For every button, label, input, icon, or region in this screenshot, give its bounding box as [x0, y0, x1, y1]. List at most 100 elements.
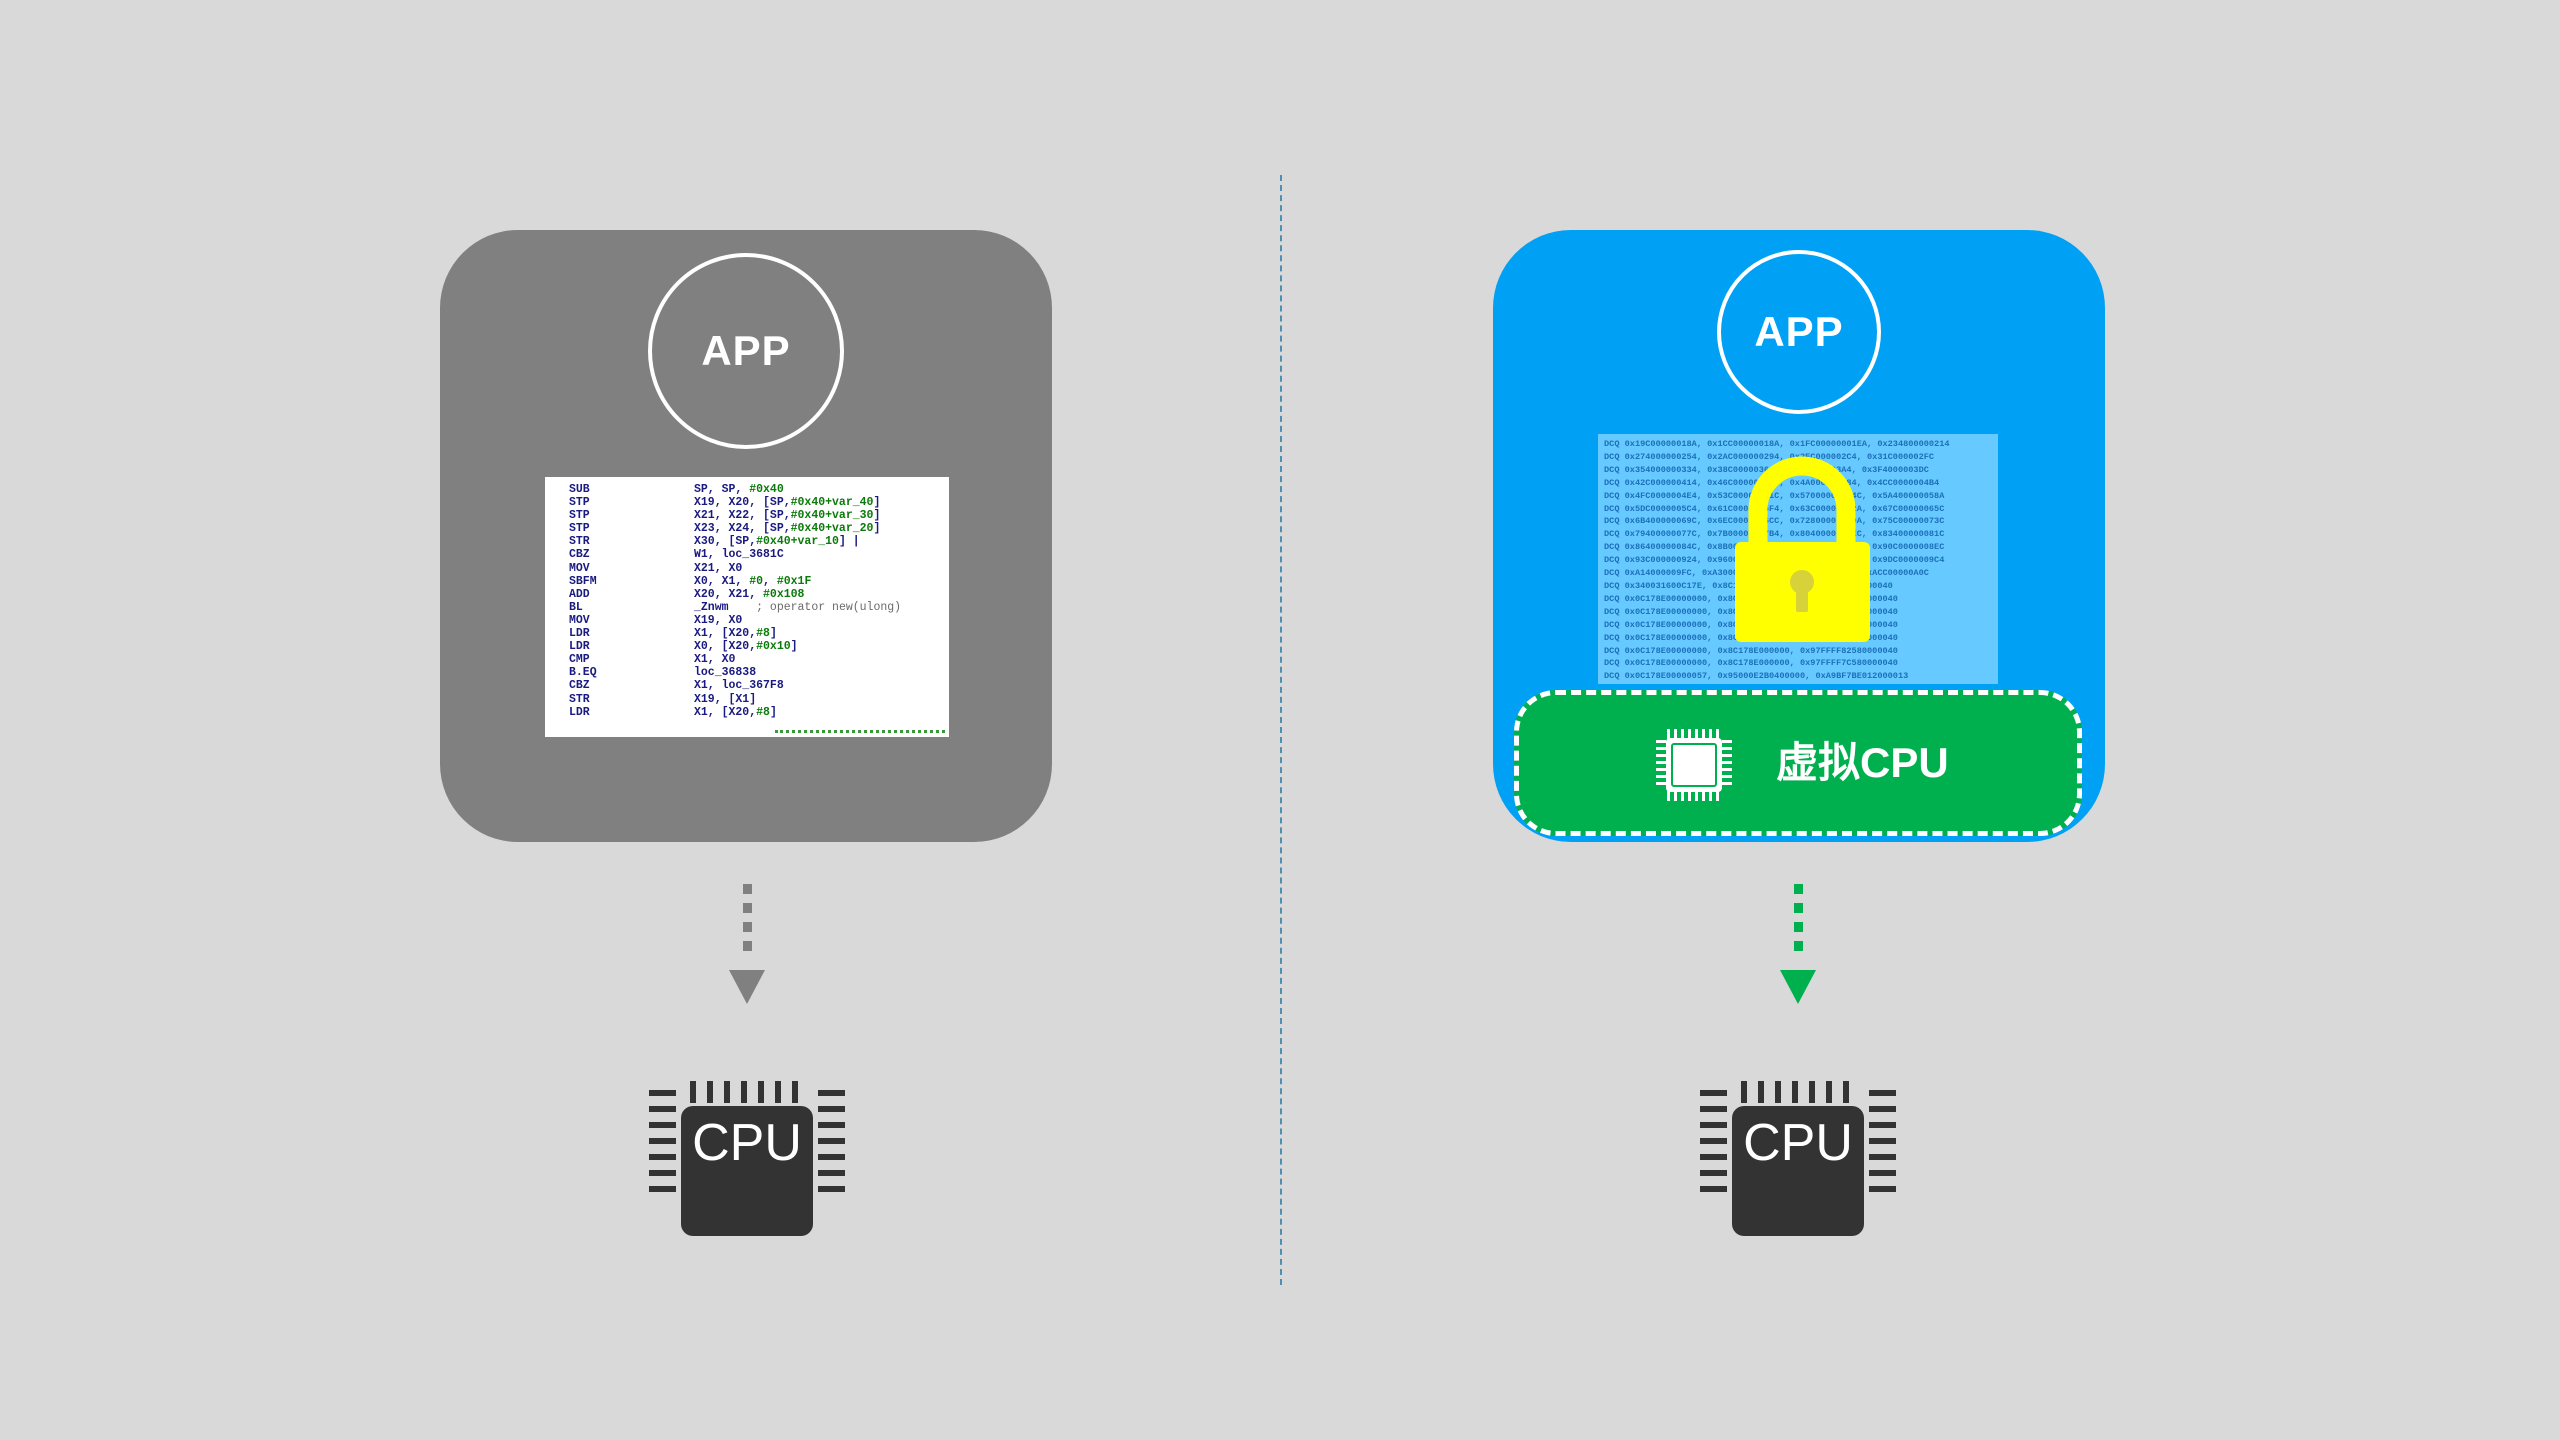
code-opcode: CMP	[569, 653, 590, 667]
code-opcode: CBZ	[569, 679, 590, 693]
hex-line: DCQ 0x5DC0000005C4, 0x61C0000005F4, 0x63…	[1604, 503, 1945, 514]
code-operand-segment: X1, [X20,	[694, 705, 757, 719]
code-operands: X1, loc_367F8	[694, 679, 784, 692]
app-label-right: APP	[1754, 308, 1844, 355]
hex-line: DCQ 0x79400000077C, 0x7B00000007B4, 0x80…	[1604, 529, 1945, 540]
down-arrow-left-icon	[729, 884, 765, 1004]
code-line: STR X19, [X1]	[545, 693, 949, 706]
virtual-cpu-chip-icon	[1656, 729, 1732, 801]
hex-line: DCQ 0x19C00000018A, 0x1CC00000018A, 0x1F…	[1604, 439, 1950, 449]
code-operand-segment: ; operator new(ulong)	[756, 600, 902, 614]
hex-line: DCQ 0x6B400000069C, 0x6EC0000006CC, 0x72…	[1604, 516, 1945, 527]
code-operand-segment: ]	[790, 640, 798, 654]
code-operands: X20, X21, #0x108	[694, 588, 804, 601]
code-line: LDR X0, [X20,#0x10]	[545, 640, 949, 653]
code-operands: X30, [SP,#0x40+var_10] |	[694, 535, 860, 548]
code-opcode: STR	[569, 692, 590, 706]
code-operand-segment: X19, X20, [SP,	[694, 496, 791, 510]
code-operand-segment: X1, [X20,	[694, 627, 757, 641]
arrow-shaft-left	[743, 884, 752, 951]
hex-line: DCQ 0x4FC0000004E4, 0x53C00000051C, 0x57…	[1604, 490, 1945, 501]
code-operand-segment: X0, [X20,	[694, 640, 757, 654]
arrow-head-left	[729, 970, 765, 1004]
hex-line: DCQ 0x0C178E00000000, 0x8C178E000000, 0x…	[1604, 658, 1898, 669]
code-operands: X23, X24, [SP,#0x40+var_20]	[694, 522, 880, 535]
code-line: LDR X1, [X20,#8]	[545, 627, 949, 640]
arrow-head-right	[1780, 970, 1816, 1004]
code-operand-segment: X20, X21,	[694, 587, 764, 601]
code-operands: SP, SP, #0x40	[694, 483, 784, 496]
code-opcode: LDR	[569, 640, 590, 654]
code-line: CMP X1, X0	[545, 653, 949, 666]
code-operands: X1, X0	[694, 653, 735, 666]
code-operand-segment: X19, [X1]	[694, 692, 757, 706]
code-operands: X19, X20, [SP,#0x40+var_40]	[694, 496, 880, 509]
code-operand-segment: ] |	[838, 535, 860, 549]
code-line: B.EQ loc_36838	[545, 666, 949, 679]
code-operands: X19, [X1]	[694, 693, 756, 706]
code-operand-segment: #0x40+var_10	[756, 535, 839, 549]
code-operands: X21, X0	[694, 562, 742, 575]
lock-icon	[1735, 456, 1870, 642]
code-opcode: B.EQ	[569, 666, 597, 680]
code-operand-segment: #8	[756, 705, 770, 719]
code-opcode: SUB	[569, 483, 590, 496]
app-circle-left: APP	[648, 253, 844, 449]
code-opcode: BL	[569, 600, 583, 614]
hex-line: DCQ 0x97FFFF74580000040, 0xA0C178E000000…	[1604, 683, 1992, 684]
code-opcode: LDR	[569, 705, 590, 719]
code-operands: X19, X0	[694, 614, 742, 627]
code-line: STR X30, [SP,#0x40+var_10] |	[545, 535, 949, 548]
code-operands: W1, loc_3681C	[694, 548, 784, 561]
code-operands: X0, [X20,#0x10]	[694, 640, 798, 653]
virtual-cpu-label: 虚拟CPU	[1776, 739, 1949, 786]
code-operands: X1, [X20,#8]	[694, 706, 777, 719]
code-operand-segment: X1, loc_367F8	[694, 679, 784, 693]
hex-line: DCQ 0x274000000254, 0x2AC000000294, 0x2E…	[1604, 451, 1935, 462]
code-operand-segment: SP, SP,	[694, 483, 750, 496]
cpu-chip-right-icon	[1700, 1081, 1896, 1236]
app-circle-right: APP	[1717, 250, 1881, 414]
hex-line: DCQ 0x0C178E00000057, 0x95000E2B0400000,…	[1604, 671, 1909, 682]
code-line: CBZ X1, loc_367F8	[545, 679, 949, 692]
code-opcode: STP	[569, 509, 590, 523]
lock-shackle	[1748, 456, 1856, 542]
app-label-left: APP	[701, 327, 791, 374]
code-line: LDR X1, [X20,#8]	[545, 706, 949, 719]
code-opcode: STR	[569, 535, 590, 549]
code-line: STP X23, X24, [SP,#0x40+var_20]	[545, 522, 949, 535]
code-operand-segment: X1, X0	[694, 653, 736, 667]
code-opcode: CBZ	[569, 548, 590, 562]
lock-keyhole-slot	[1796, 584, 1808, 612]
code-truncated-line	[775, 730, 945, 737]
code-operand-segment: #0x1F	[776, 574, 812, 588]
code-operand-segment: #0	[749, 574, 764, 588]
cpu-label-left: CPU	[692, 1114, 802, 1172]
code-line: ADD X20, X21, #0x108	[545, 588, 949, 601]
code-operand-segment: X0, X1,	[694, 574, 750, 588]
code-operand-segment: X19, X0	[694, 613, 743, 627]
code-opcode: LDR	[569, 627, 590, 641]
code-opcode: ADD	[569, 587, 590, 601]
virtual-cpu-box	[1514, 690, 2082, 836]
code-operand-segment: #0x108	[763, 587, 805, 601]
code-opcode: STP	[569, 522, 590, 536]
code-operands: X21, X22, [SP,#0x40+var_30]	[694, 509, 880, 522]
code-line: BL_Znwm ; operator new(ulong)	[545, 601, 949, 614]
code-operand-segment: #0x40+var_40	[790, 496, 874, 510]
code-operand-segment: ]	[873, 522, 881, 536]
code-operand-segment: loc_36838	[694, 666, 757, 680]
code-operand-segment: ,	[763, 574, 777, 588]
code-opcode: SBFM	[569, 574, 597, 588]
cpu-label-right: CPU	[1743, 1114, 1853, 1172]
code-operand-segment: ]	[873, 496, 881, 510]
code-operand-segment: #8	[756, 627, 770, 641]
code-line: SUB SP, SP, #0x40	[545, 483, 949, 496]
code-operand-segment: #0x40+var_20	[790, 522, 874, 536]
code-operands: loc_36838	[694, 666, 756, 679]
code-operand-segment: W1, loc_3681C	[694, 548, 784, 562]
code-operands: X1, [X20,#8]	[694, 627, 777, 640]
